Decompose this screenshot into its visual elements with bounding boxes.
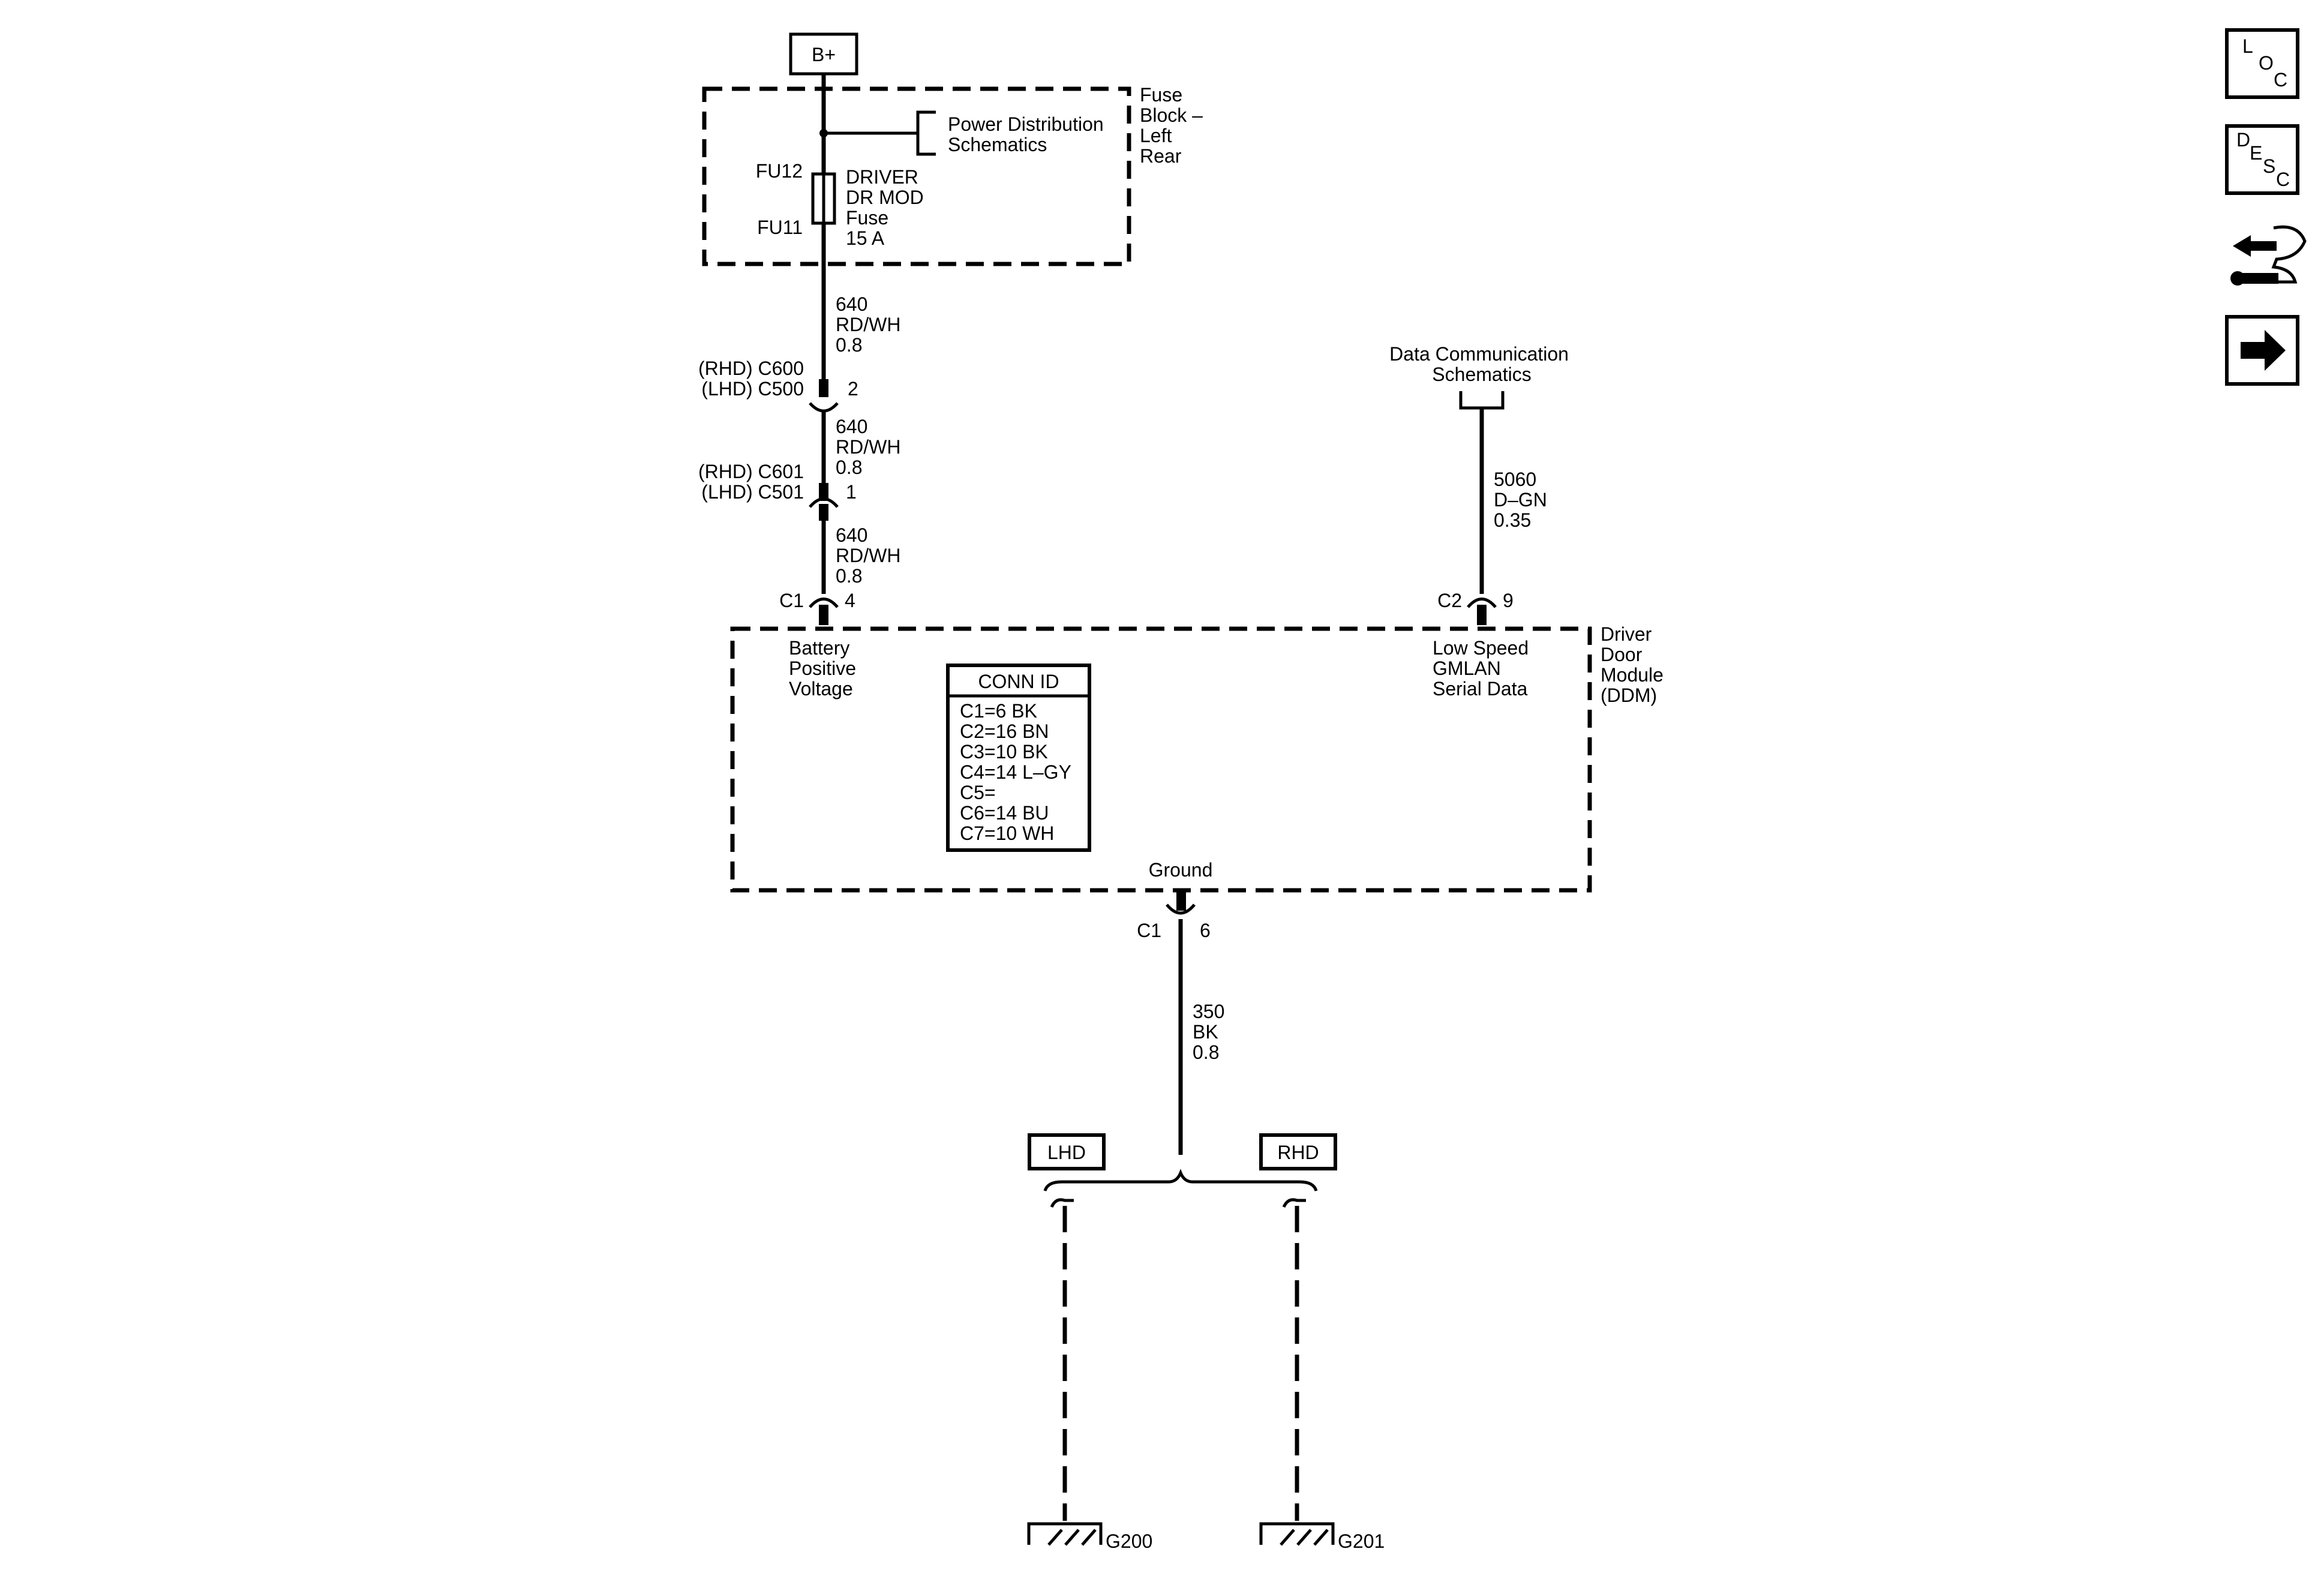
connector-lhd-label: (LHD) C500 bbox=[701, 378, 804, 400]
fuse-id-top: FU12 bbox=[756, 160, 803, 182]
power-circuit: 640 RD/WH 0.8 (RHD) C600 (LHD) C500 2 64… bbox=[698, 223, 906, 625]
wire-label-1: 640 RD/WH 0.8 bbox=[836, 293, 906, 356]
description-button[interactable]: D E S C bbox=[2225, 124, 2299, 195]
module-connector-id: C1 bbox=[1137, 920, 1161, 941]
data-communication-ref[interactable]: Data Communication Schematics bbox=[1389, 343, 1574, 385]
description-button-letter: C bbox=[2276, 169, 2290, 190]
description-button-letter: D bbox=[2236, 129, 2250, 151]
option-brace bbox=[1043, 1169, 1318, 1191]
ground-id: G201 bbox=[1338, 1530, 1385, 1552]
data-wire-label: 5060 D–GN 0.35 bbox=[1494, 469, 1553, 531]
connector-pin: 1 bbox=[846, 481, 857, 503]
rhd-option-tag: RHD bbox=[1259, 1133, 1337, 1170]
power-distribution-ref-bracket bbox=[916, 110, 936, 156]
module-connector-id: C2 bbox=[1437, 590, 1462, 611]
module-connector-c1-pin4: C1 4 bbox=[779, 590, 855, 625]
ground-pin-label: Ground bbox=[1149, 859, 1213, 881]
next-page-arrow-icon[interactable] bbox=[2225, 315, 2299, 386]
module-connector-c2-pin9: C2 9 bbox=[1437, 590, 1514, 625]
connector-end-view-icon[interactable] bbox=[2230, 225, 2307, 286]
battery-supply: B+ bbox=[789, 32, 858, 76]
low-speed-gmlan-label: Low Speed GMLAN Serial Data bbox=[1433, 637, 1534, 700]
module-connector-id: C1 bbox=[779, 590, 804, 611]
conn-id-title: CONN ID bbox=[978, 671, 1059, 692]
connector-rhd-label: (RHD) C601 bbox=[698, 461, 804, 482]
power-distribution-ref[interactable]: Power Distribution Schematics bbox=[948, 113, 1109, 155]
battery-positive-voltage-label: Battery Positive Voltage bbox=[789, 637, 861, 700]
driver-door-module: Driver Door Module (DDM) Battery Positiv… bbox=[730, 623, 1669, 893]
svg-text:LHD: LHD bbox=[1047, 1142, 1086, 1163]
module-connector-pin: 6 bbox=[1200, 920, 1211, 941]
data-communication-ref-bracket bbox=[1459, 391, 1505, 410]
connector-rhd-label: (RHD) C600 bbox=[698, 358, 804, 379]
description-button-letter: S bbox=[2263, 155, 2275, 177]
location-button-letter: L bbox=[2242, 35, 2253, 57]
lhd-option-tag: LHD bbox=[1028, 1133, 1106, 1170]
ground-symbol-g200: G200 bbox=[1027, 1522, 1152, 1552]
wire-label-2: 640 RD/WH 0.8 bbox=[836, 416, 906, 478]
location-button-letter: O bbox=[2259, 52, 2274, 74]
conn-id-rows: C1=6 BK C2=16 BN C3=10 BK C4=14 L–GY C5=… bbox=[960, 700, 1076, 844]
ground-circuit: C1 6 350 BK 0.8 LHD RHD bbox=[1027, 890, 1385, 1552]
battery-supply-label: B+ bbox=[812, 44, 836, 65]
location-button[interactable]: L O C bbox=[2225, 28, 2299, 99]
fuse-id-bottom: FU11 bbox=[757, 217, 803, 238]
location-button-letter: C bbox=[2274, 69, 2287, 91]
svg-text:RHD: RHD bbox=[1277, 1142, 1319, 1163]
description-button-letter: E bbox=[2250, 142, 2262, 164]
connector-lhd-label: (LHD) C501 bbox=[701, 481, 804, 503]
fuse-block-label: Fuse Block – Left Rear bbox=[1140, 84, 1208, 167]
nav-toolbar: L O C D E S C bbox=[2225, 28, 2307, 386]
module-name: Driver Door Module (DDM) bbox=[1601, 623, 1669, 706]
fuse-name: DRIVER DR MOD Fuse 15 A bbox=[846, 166, 929, 249]
module-connector-pin: 9 bbox=[1503, 590, 1514, 611]
fuse-block: Fuse Block – Left Rear Power Distributio… bbox=[702, 74, 1208, 266]
inline-connector-c500: (RHD) C600 (LHD) C500 2 bbox=[698, 358, 858, 483]
conn-id-table: CONN ID C1=6 BK C2=16 BN C3=10 BK C4=14 … bbox=[946, 664, 1091, 852]
connector-pin: 2 bbox=[848, 378, 858, 400]
inline-connector-c501: (RHD) C601 (LHD) C501 1 bbox=[698, 461, 857, 594]
ground-symbol-g201: G201 bbox=[1259, 1522, 1385, 1552]
ground-id: G200 bbox=[1106, 1530, 1152, 1552]
ground-wire-label: 350 BK 0.8 bbox=[1193, 1001, 1230, 1063]
data-circuit: Data Communication Schematics 5060 D–GN … bbox=[1389, 343, 1574, 625]
module-connector-pin: 4 bbox=[845, 590, 855, 611]
wire-label-3: 640 RD/WH 0.8 bbox=[836, 524, 906, 587]
